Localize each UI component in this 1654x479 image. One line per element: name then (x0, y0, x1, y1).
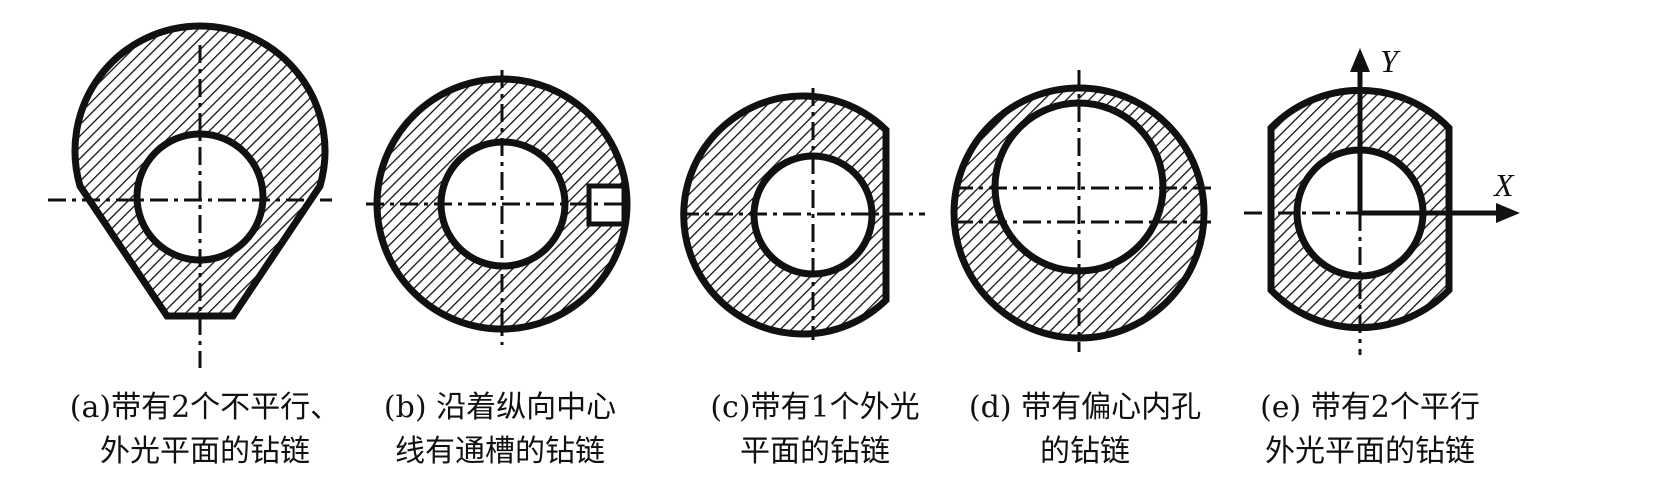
section-d-eccentric-bore (950, 70, 1216, 352)
caption-a-line-1: (a)带有2个不平行、 (69, 390, 341, 425)
caption-a-line-2: 外光平面的钻链 (100, 434, 310, 469)
caption-e: (e) 带有2个平行 外光平面的钻链 (1240, 386, 1500, 474)
x-axis-label: X (1492, 167, 1515, 203)
section-c-one-flat (680, 88, 925, 340)
caption-b: (b) 沿着纵向中心 线有通槽的钻链 (360, 386, 640, 474)
caption-c-line-2: 平面的钻链 (740, 434, 890, 469)
section-e-two-parallel-flats: Y X (1244, 43, 1520, 355)
y-axis-label: Y (1380, 43, 1401, 79)
y-axis-arrowhead (1350, 48, 1370, 72)
caption-c: (c)带有1个外光 平面的钻链 (690, 386, 940, 474)
caption-c-line-1: (c)带有1个外光 (710, 390, 920, 425)
caption-d-line-1: (d) 带有偏心内孔 (968, 390, 1202, 425)
section-b-center-slot (366, 70, 631, 345)
caption-e-line-1: (e) 带有2个平行 (1260, 390, 1480, 425)
caption-a: (a)带有2个不平行、 外光平面的钻链 (55, 386, 355, 474)
x-axis-arrowhead (1496, 203, 1520, 223)
section-a-two-nonparallel-flats (48, 22, 332, 368)
caption-b-line-2: 线有通槽的钻链 (395, 434, 605, 469)
caption-b-line-1: (b) 沿着纵向中心 (383, 390, 617, 425)
caption-e-line-2: 外光平面的钻链 (1265, 434, 1475, 469)
caption-d: (d) 带有偏心内孔 的钻链 (950, 386, 1220, 474)
caption-d-line-2: 的钻链 (1040, 434, 1130, 469)
